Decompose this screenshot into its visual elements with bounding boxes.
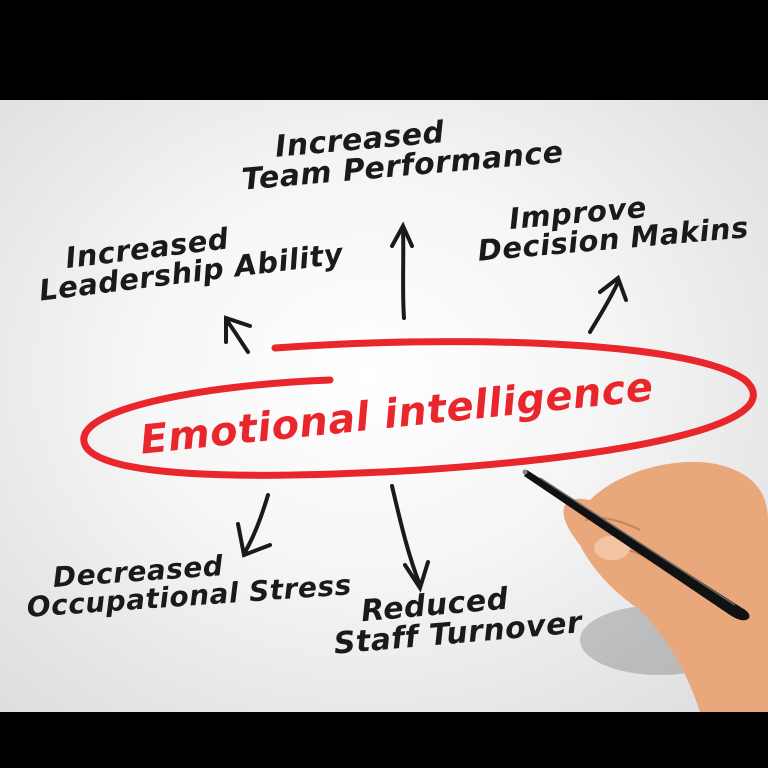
letterbox-bottom <box>0 712 768 768</box>
arrow-up-right-icon <box>588 274 628 334</box>
center-ellipse <box>80 338 757 479</box>
hand-icon <box>563 461 768 712</box>
arrow-up-icon <box>390 221 414 320</box>
diagram-canvas: Emotional intelligence Increased Team Pe… <box>0 100 768 712</box>
letterbox-top <box>0 0 768 100</box>
pen-icon <box>522 469 750 621</box>
arrow-down-icon <box>390 484 430 593</box>
arrow-up-left-icon <box>224 315 252 354</box>
arrow-down-left-icon <box>236 493 272 558</box>
connector-layer <box>80 221 768 712</box>
